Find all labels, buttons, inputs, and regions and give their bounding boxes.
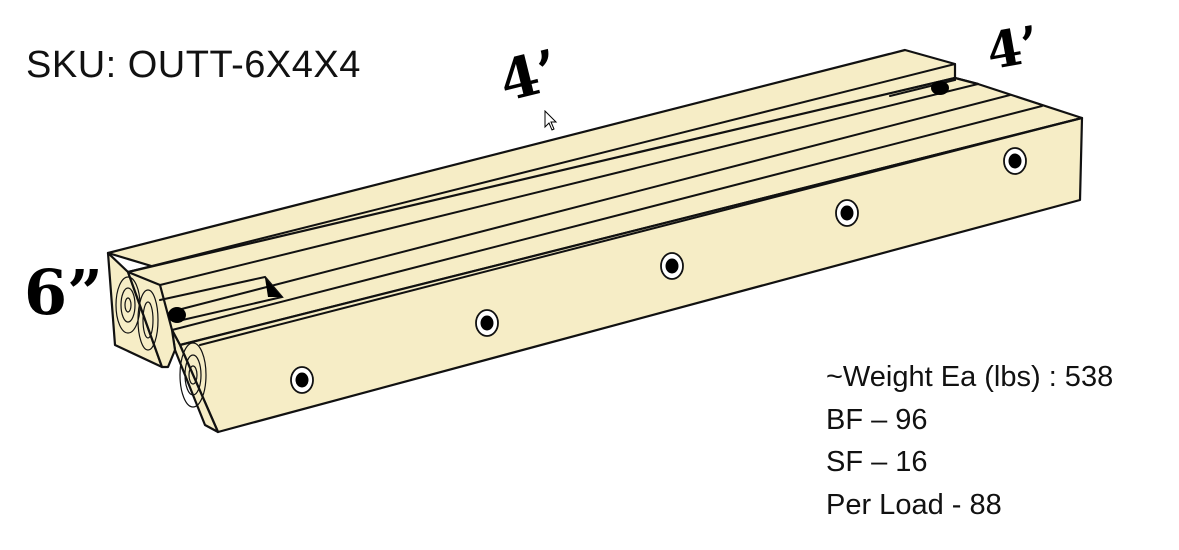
spec-square-feet: SF – 16: [826, 446, 928, 478]
spec-list: ~Weight Ea (lbs) : 538 BF – 96 SF – 16 P…: [826, 356, 1113, 526]
seam-line-4: [171, 105, 1043, 331]
right-notch-outline: [889, 63, 956, 97]
mouse-cursor-icon: [544, 110, 558, 131]
left-notch-shadow: [265, 278, 282, 297]
bolt-holes: [290, 147, 1027, 394]
left-notch-outline: [159, 275, 284, 322]
spec-per-load: Per Load - 88: [826, 488, 1002, 521]
dimension-width-label: 4’: [982, 14, 1044, 82]
seam-line-2: [159, 83, 979, 286]
bolt-hole-5: [1003, 147, 1027, 175]
left-notch-hole: [168, 307, 186, 323]
seam-line-1: [127, 63, 956, 273]
spec-board-feet: BF – 96: [826, 403, 928, 436]
spec-weight: ~Weight Ea (lbs) : 538: [826, 361, 1114, 393]
bolt-hole-1: [290, 366, 314, 394]
seam-line-5: [199, 117, 1083, 346]
bolt-hole-4: [835, 199, 859, 227]
seam-line-3: [169, 94, 1011, 313]
bolt-hole-2: [475, 309, 499, 337]
bolt-hole-3: [660, 252, 684, 280]
dimension-height-label: 6”: [24, 256, 103, 329]
sku-title: SKU: OUTT-6X4X4: [26, 44, 361, 86]
right-notch-hole: [931, 81, 949, 95]
